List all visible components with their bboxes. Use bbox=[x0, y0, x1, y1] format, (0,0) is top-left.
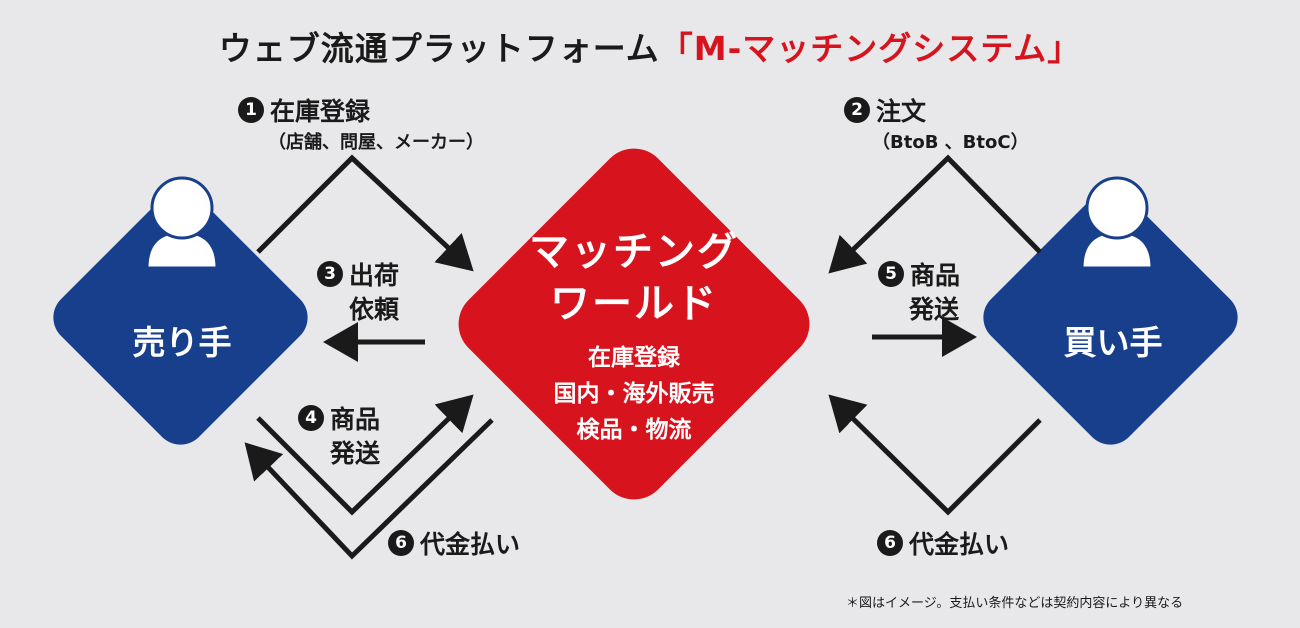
arrow-step2 bbox=[828, 154, 1042, 274]
arrow-step4 bbox=[256, 394, 474, 516]
step6-right-text: 代金払い bbox=[909, 530, 1010, 559]
step3-text-line2: 依頼 bbox=[349, 295, 400, 324]
step5-number: 5 bbox=[878, 261, 904, 287]
seller-diamond bbox=[53, 190, 308, 445]
step4-number: 4 bbox=[298, 405, 324, 431]
step1-sub: （店舗、問屋、メーカー） bbox=[268, 132, 484, 153]
step4-text-line1: 商品 bbox=[330, 405, 381, 434]
footnote: ＊図はイメージ。支払い条件などは契約内容により異なる bbox=[846, 596, 1184, 611]
center-feature-1: 在庫登録 bbox=[588, 345, 680, 371]
step2-number: 2 bbox=[844, 97, 870, 123]
step1-number: 1 bbox=[238, 97, 264, 123]
step4-text-line2: 発送 bbox=[330, 439, 381, 468]
step1-text: 在庫登録 bbox=[270, 97, 371, 126]
arrow-step1 bbox=[256, 154, 474, 272]
center-feature-3: 検品・物流 bbox=[576, 417, 692, 443]
step2-sub: （BtoB 、BtoC） bbox=[872, 132, 1029, 153]
step6-left-number: 6 bbox=[388, 530, 414, 556]
step6-right-number: 6 bbox=[877, 530, 903, 556]
step2-text: 注文 bbox=[876, 97, 927, 126]
center-diamond bbox=[458, 148, 810, 500]
seller-label: 売り手 bbox=[132, 323, 232, 362]
step3-text-line1: 出荷 bbox=[349, 261, 400, 290]
step5-text-line1: 商品 bbox=[910, 261, 961, 290]
seller-person-icon bbox=[145, 176, 219, 270]
step3-number: 3 bbox=[317, 261, 343, 287]
page-title: ウェブ流通プラットフォーム「M-マッチングシステム」 bbox=[0, 22, 1300, 70]
title-prefix: ウェブ流通プラットフォーム bbox=[218, 29, 660, 68]
center-title-line2: ワールド bbox=[550, 281, 718, 327]
arrow-step6-left bbox=[244, 418, 494, 560]
buyer-diamond bbox=[983, 190, 1238, 445]
buyer-person-icon bbox=[1080, 176, 1154, 270]
center-feature-2: 国内・海外販売 bbox=[553, 381, 715, 407]
arrow-step6-right bbox=[828, 394, 1042, 516]
buyer-label: 買い手 bbox=[1063, 323, 1163, 362]
title-highlight: 「M-マッチングシステム」 bbox=[659, 29, 1082, 68]
step6-left-text: 代金払い bbox=[420, 530, 521, 559]
center-title-line1: マッチング bbox=[529, 229, 739, 275]
step5-text-line2: 発送 bbox=[909, 295, 960, 324]
